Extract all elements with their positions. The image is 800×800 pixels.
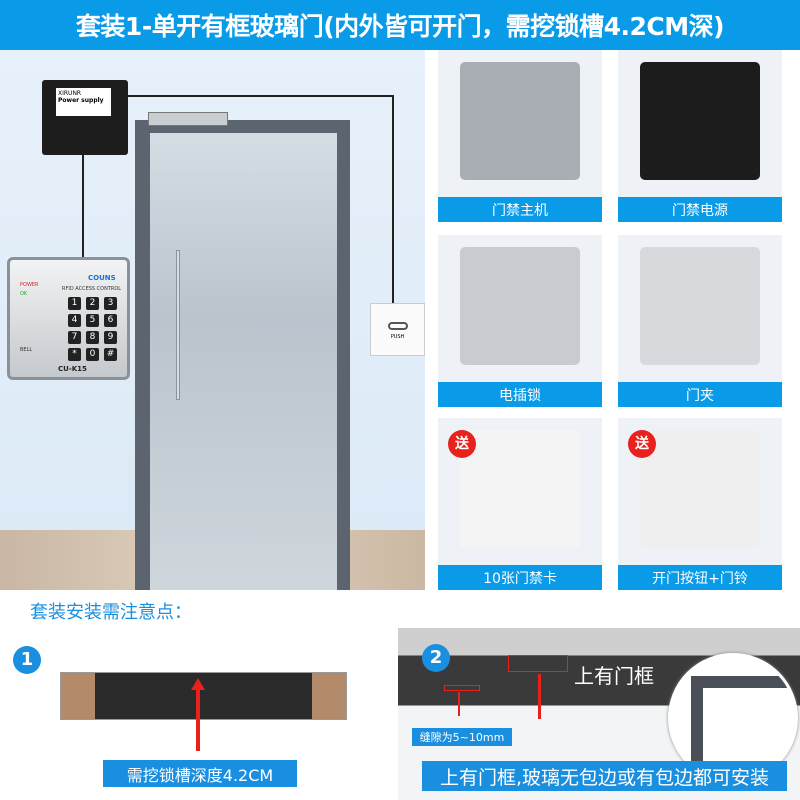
product-label: 门禁电源 bbox=[618, 197, 782, 222]
glass-door bbox=[150, 133, 337, 590]
keypad-key: 9 bbox=[104, 331, 117, 344]
electric-bolt-lock bbox=[148, 112, 228, 126]
page-title: 套装1-单开有框玻璃门(内外皆可开门，需挖锁槽4.2CM深) bbox=[0, 0, 800, 50]
highlight-box bbox=[444, 685, 480, 691]
keypad-key: * bbox=[68, 348, 81, 361]
gift-badge: 送 bbox=[448, 430, 476, 458]
product-card: 电插锁 bbox=[438, 235, 602, 407]
keypad-key: # bbox=[104, 348, 117, 361]
product-image bbox=[460, 430, 580, 548]
product-image bbox=[640, 62, 760, 180]
keypad-subtitle: RFID ACCESS CONTROL bbox=[62, 286, 122, 292]
ok-led-label: OK bbox=[20, 291, 28, 297]
product-label: 开门按钮+门铃 bbox=[618, 565, 782, 590]
notes-title: 套装安装需注意点： bbox=[30, 602, 192, 623]
arrow-icon bbox=[191, 678, 205, 690]
keypad-key: 0 bbox=[86, 348, 99, 361]
gift-badge: 送 bbox=[628, 430, 656, 458]
step-2-badge: 2 bbox=[422, 644, 450, 672]
psu-label: Power supply bbox=[58, 97, 104, 104]
lock-slot-photo bbox=[60, 672, 347, 720]
arrow-icon bbox=[538, 674, 541, 719]
step-1-caption: 需挖锁槽深度4.2CM bbox=[103, 760, 297, 787]
highlight-box bbox=[508, 655, 568, 672]
keypad-key: 4 bbox=[68, 314, 81, 327]
keypad-key: 2 bbox=[86, 297, 99, 310]
product-label: 门夹 bbox=[618, 382, 782, 407]
wire bbox=[82, 150, 84, 258]
product-card: 送开门按钮+门铃 bbox=[618, 418, 782, 590]
keypad-key: 8 bbox=[86, 331, 99, 344]
product-image bbox=[640, 247, 760, 365]
wire bbox=[392, 95, 394, 345]
gap-label: 缝隙为5~10mm bbox=[412, 728, 512, 746]
bell-label: BELL bbox=[20, 347, 33, 353]
product-label: 10张门禁卡 bbox=[438, 565, 602, 590]
product-card: 门夹 bbox=[618, 235, 782, 407]
keypad-key: 6 bbox=[104, 314, 117, 327]
product-label: 电插锁 bbox=[438, 382, 602, 407]
key-icon bbox=[387, 322, 408, 330]
frame-label: 上有门框 bbox=[574, 664, 654, 688]
keypad-key: 7 bbox=[68, 331, 81, 344]
product-card: 送 10张门禁卡 bbox=[438, 418, 602, 590]
step-2-caption: 上有门框,玻璃无包边或有包边都可安装 bbox=[422, 761, 787, 791]
arrow-icon bbox=[196, 689, 200, 751]
product-image bbox=[460, 62, 580, 180]
keypad-key: 1 bbox=[68, 297, 81, 310]
step-1-badge: 1 bbox=[13, 646, 41, 674]
wire bbox=[128, 95, 393, 97]
exit-button-device: PUSH bbox=[370, 303, 425, 356]
product-label: 门禁主机 bbox=[438, 197, 602, 222]
product-image bbox=[640, 430, 760, 548]
keypad-key: 5 bbox=[86, 314, 99, 327]
keypad-brand: COUNS bbox=[88, 274, 116, 282]
keypad-device: POWER OK COUNS RFID ACCESS CONTROL BELL … bbox=[7, 257, 130, 380]
product-card: 门禁主机 bbox=[438, 50, 602, 222]
arrow-icon bbox=[458, 692, 460, 716]
power-led-label: POWER bbox=[20, 282, 39, 288]
frame-photo: 2 上有门框 缝隙为5~10mm 上有门框,玻璃无包边或有包边都可安装 bbox=[398, 628, 800, 800]
psu-brand: XIRUNR bbox=[58, 90, 82, 97]
keypad-key: 3 bbox=[104, 297, 117, 310]
keypad-model: CU-K15 bbox=[58, 365, 87, 373]
door-handle bbox=[176, 250, 180, 400]
product-card: 门禁电源 bbox=[618, 50, 782, 222]
push-label: PUSH bbox=[390, 334, 405, 340]
product-image bbox=[460, 247, 580, 365]
